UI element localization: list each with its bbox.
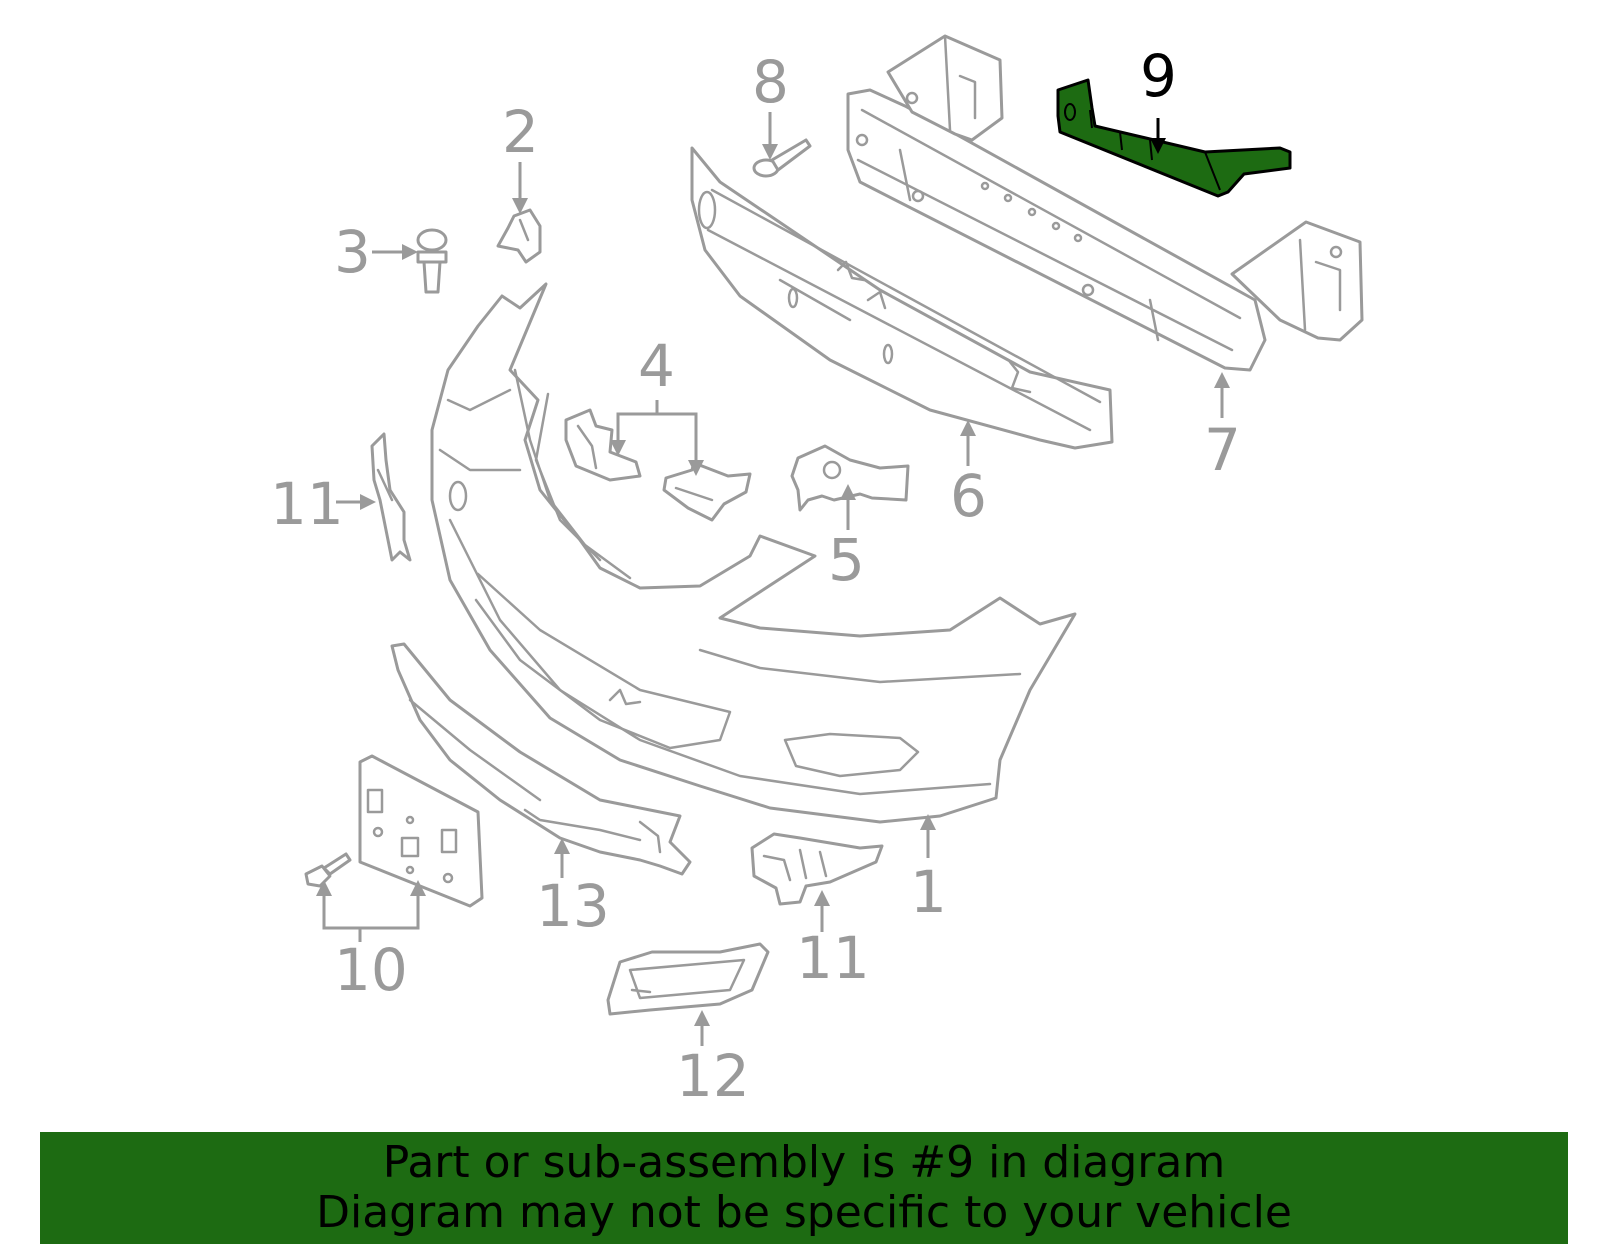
- part-11-right-bracket: [750, 832, 884, 906]
- part-6-energy-absorber: [690, 146, 1114, 450]
- info-banner: Part or sub-assembly is #9 in diagram Di…: [40, 1132, 1568, 1244]
- callout-13: 13: [536, 872, 610, 940]
- part-11-left-bracket: [370, 432, 412, 562]
- callout-10: 10: [334, 936, 408, 1004]
- part-3-push-pin: [416, 228, 448, 294]
- part-1-bumper-cover: [430, 282, 1077, 824]
- callout-12: 12: [676, 1042, 750, 1110]
- leader-arrows: [316, 112, 1230, 1046]
- callout-11-left: 11: [270, 470, 344, 538]
- part-5-bracket: [790, 444, 910, 512]
- part-2-clip: [496, 208, 542, 264]
- banner-line-2: Diagram may not be specific to your vehi…: [316, 1187, 1292, 1238]
- part-9-bracket: [1056, 78, 1292, 198]
- part-8-bolt: [752, 138, 812, 178]
- banner-line-1: Part or sub-assembly is #9 in diagram: [382, 1137, 1226, 1188]
- callout-8: 8: [752, 48, 789, 116]
- part-10-license-bracket: [304, 754, 484, 908]
- callout-9: 9: [1140, 42, 1177, 110]
- part-12-fog-bezel: [606, 942, 770, 1016]
- callout-7: 7: [1204, 416, 1241, 484]
- callout-4: 4: [638, 332, 675, 400]
- callout-2: 2: [502, 98, 539, 166]
- callout-6: 6: [950, 462, 987, 530]
- part-13-lower-valance: [390, 642, 692, 876]
- callout-1: 1: [910, 858, 947, 926]
- callout-3: 3: [334, 218, 371, 286]
- callout-5: 5: [828, 526, 865, 594]
- part-4-brackets: [564, 408, 752, 522]
- part-7-reinforcement-beam: [846, 34, 1364, 372]
- callout-11-right: 11: [796, 924, 870, 992]
